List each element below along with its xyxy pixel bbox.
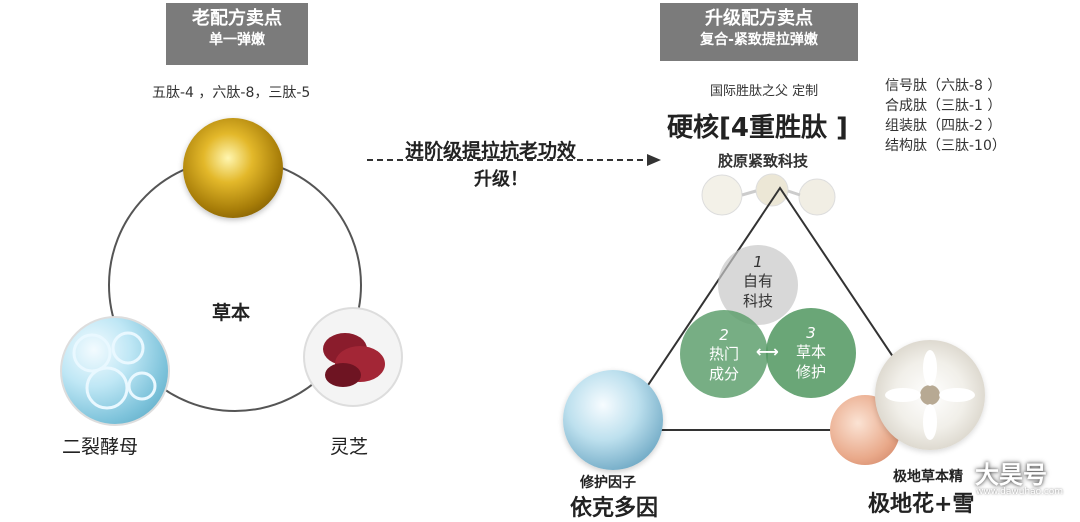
polar-herb-label: 极地草本精 — [893, 469, 963, 485]
venn-top-circle: 1 自有 科技 — [718, 245, 798, 325]
gold-peptide-image — [183, 118, 283, 218]
venn-left-text2: 成分 — [708, 365, 739, 383]
bifida-yeast-image — [60, 316, 170, 426]
peptide-list-item: 结构肽（三肽-10） — [885, 138, 1006, 154]
venn-right-number: 3 — [806, 324, 816, 342]
venn-right-text2: 修护 — [795, 363, 826, 381]
peptide-list-item: 信号肽（六肽-8 ） — [885, 78, 1002, 94]
repair-factor-label: 修护因子 — [580, 475, 636, 491]
old-formula-subtitle: 单一弹嫩 — [209, 32, 265, 48]
peptide-father-text: 国际胜肽之父 定制 — [710, 84, 819, 99]
new-formula-header: 升级配方卖点 复合-紧致提拉弹嫩 — [660, 3, 858, 61]
herbal-center-label: 草本 — [212, 302, 251, 324]
polar-flower-label: 极地花+雪 — [868, 492, 975, 517]
old-formula-header: 老配方卖点 单一弹嫩 — [166, 3, 308, 65]
polar-flower-image — [875, 340, 985, 450]
venn-top-text1: 自有 — [742, 272, 773, 290]
bifida-yeast-label: 二裂酵母 — [62, 436, 139, 458]
peptide-list-item: 组装肽（四肽-2 ） — [885, 118, 1002, 134]
peptide-droplets-image — [701, 173, 836, 216]
new-formula-title: 升级配方卖点 — [705, 8, 813, 29]
dashed-arrow-icon — [367, 154, 661, 166]
peptide-list: 信号肽（六肽-8 ） 合成肽（三肽-1 ） 组装肽（四肽-2 ） 结构肽（三肽-… — [885, 76, 1006, 156]
venn-top-text2: 科技 — [742, 292, 773, 310]
new-formula-triangle — [616, 186, 944, 431]
mushroom-icon — [323, 333, 385, 387]
watermark-text: 大昊号 — [975, 461, 1047, 489]
ectoin-image — [563, 370, 663, 470]
snow-lotus-icon — [885, 350, 975, 440]
watermark-url: www.dawuhao.com — [976, 487, 1064, 497]
upgrade-line2: 升级！ — [474, 169, 528, 190]
venn-top-number: 1 — [753, 253, 763, 271]
bubble-icon — [72, 331, 157, 410]
venn-right-circle: 3 草本 修护 — [766, 308, 856, 398]
venn-left-circle: 2 热门 成分 — [680, 310, 768, 398]
upgrade-line1: 进阶级提拉抗老功效 — [405, 140, 577, 162]
collagen-tech-text: 胶原紧致科技 — [718, 152, 809, 170]
hardcore-peptide-title: 硬核[4重胜肽 ] — [667, 113, 848, 143]
new-formula-subtitle: 复合-紧致提拉弹嫩 — [700, 32, 818, 48]
peptide-list-item: 合成肽（三肽-1 ） — [885, 98, 1002, 114]
reishi-image — [303, 307, 403, 407]
venn-left-number: 2 — [719, 326, 729, 344]
old-formula-title: 老配方卖点 — [192, 8, 282, 29]
ectoin-label: 依克多因 — [570, 496, 659, 521]
double-arrow-icon: ⟷ — [756, 342, 779, 361]
venn-left-text1: 热门 — [708, 345, 739, 363]
old-peptides-text: 五肽-4 ，六肽-8，三肽-5 — [152, 85, 311, 101]
venn-right-text1: 草本 — [795, 343, 826, 361]
reishi-label: 灵芝 — [330, 436, 369, 458]
